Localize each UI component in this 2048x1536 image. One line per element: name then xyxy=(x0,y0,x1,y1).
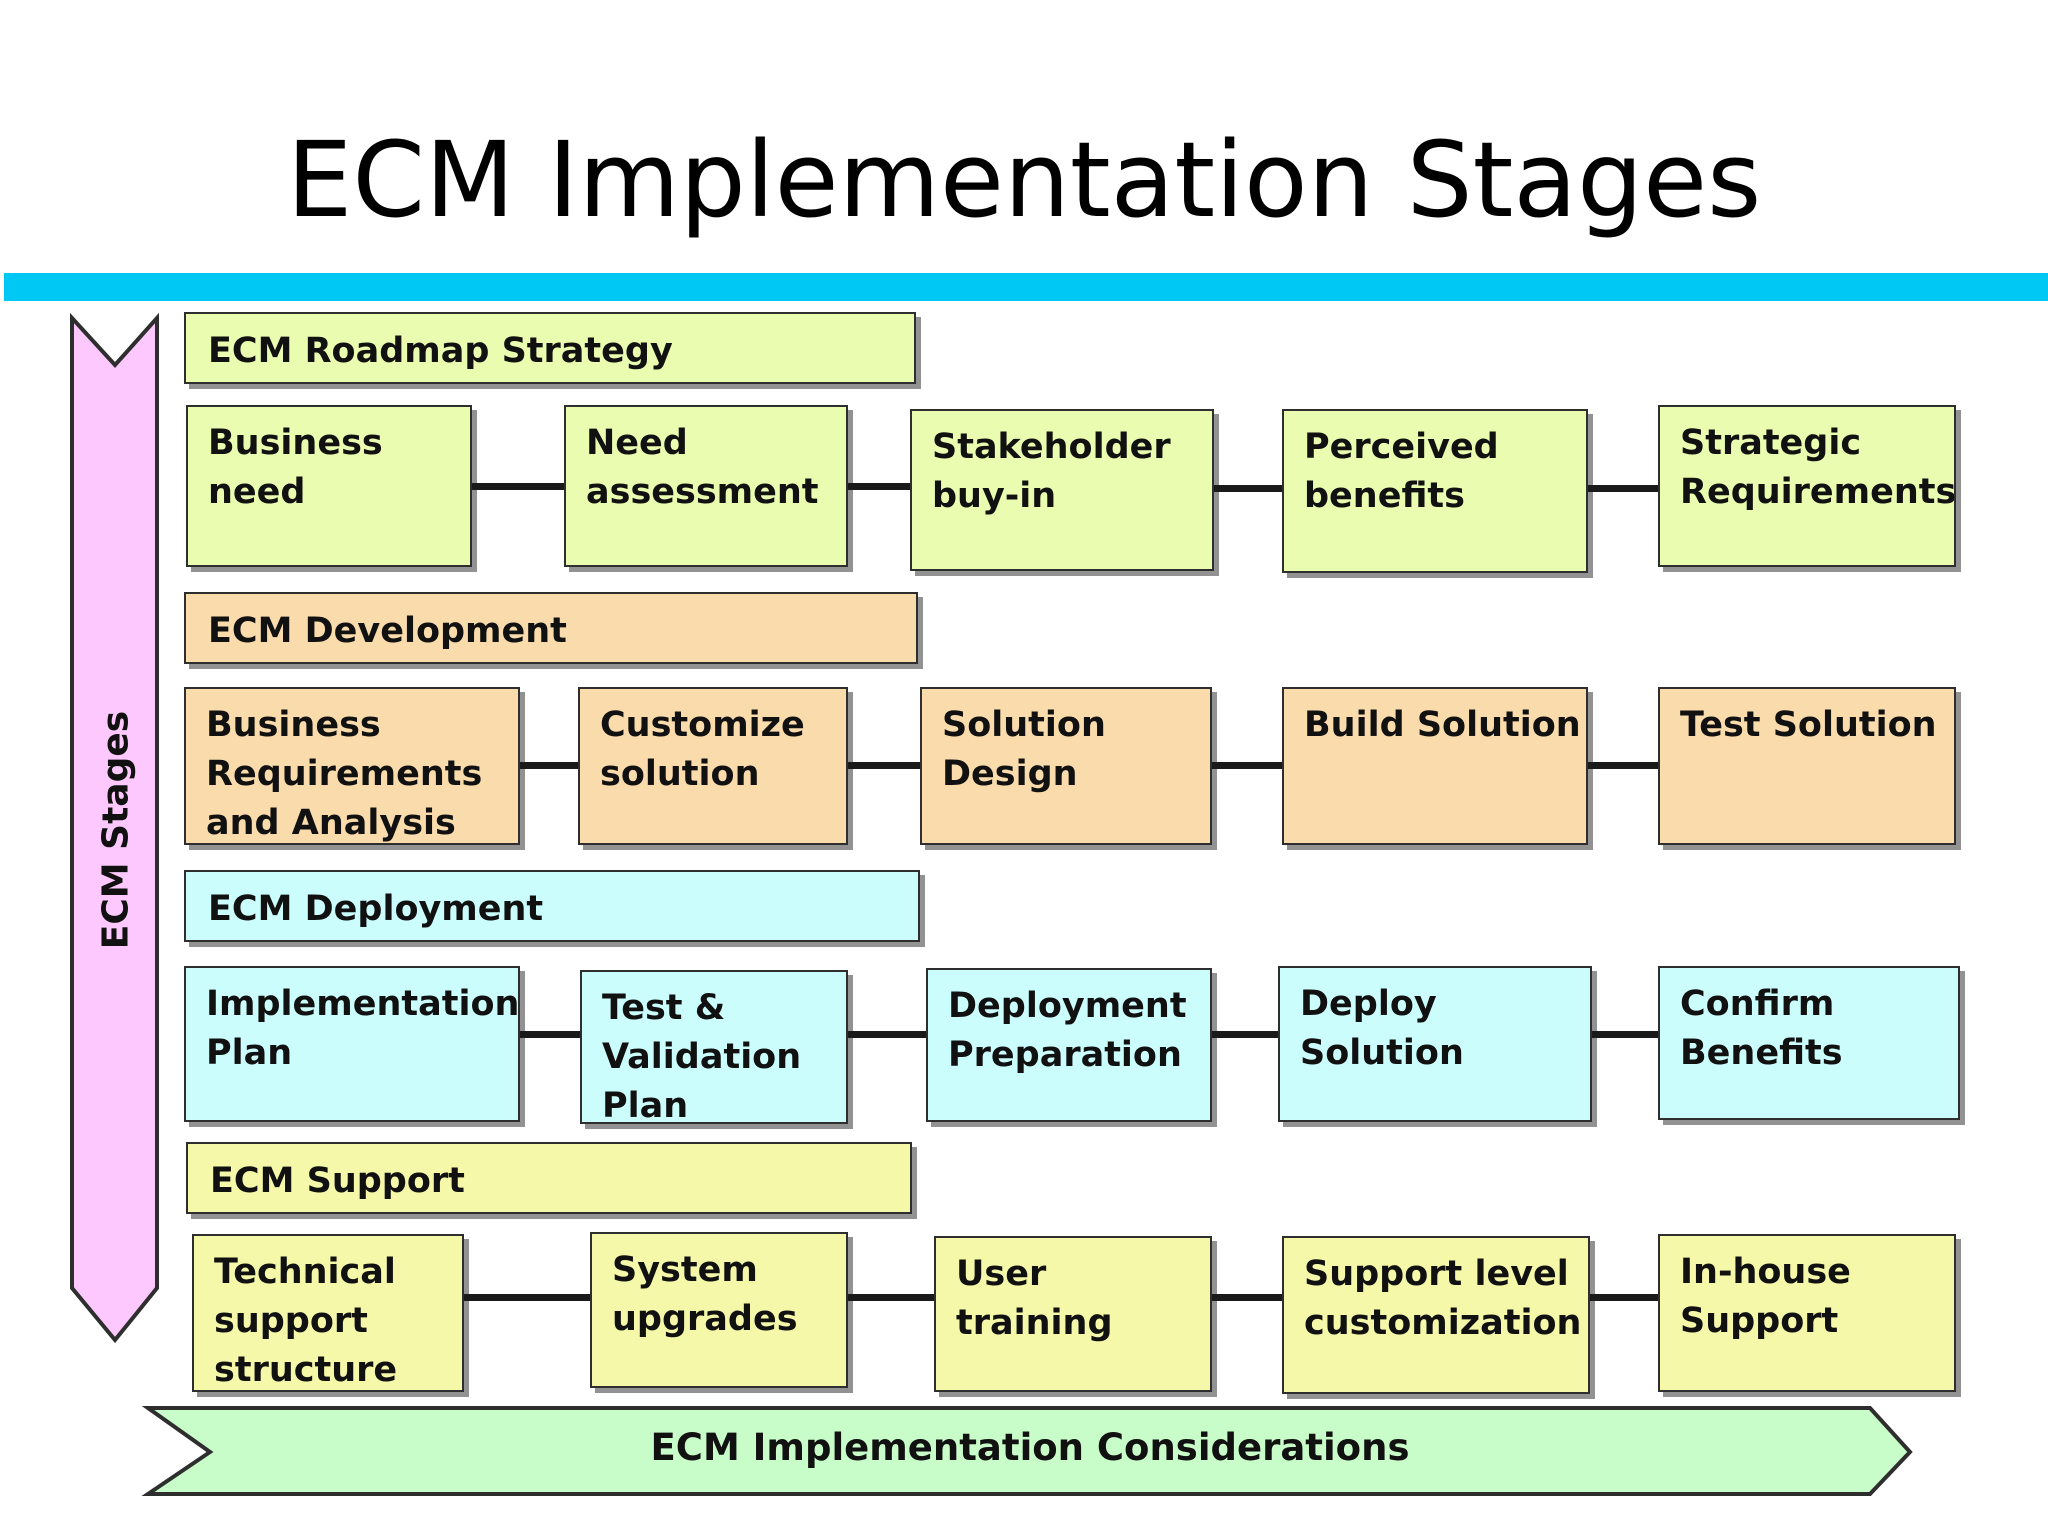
connector-line xyxy=(848,762,920,769)
side-stages-arrow xyxy=(70,312,159,1344)
connector-line xyxy=(520,1031,580,1038)
connector-line xyxy=(1214,485,1282,492)
connector-line xyxy=(1588,485,1658,492)
connector-line xyxy=(464,1294,590,1301)
step-implementation-plan: Implementation Plan xyxy=(184,966,520,1122)
step-strategic-requirements: Strategic Requirements xyxy=(1658,405,1956,567)
bottom-considerations-label: ECM Implementation Considerations xyxy=(650,1426,1410,1469)
connector-line xyxy=(1212,1031,1278,1038)
step-test-validation-plan: Test & Validation Plan xyxy=(580,970,848,1124)
step-business-need: Business need xyxy=(186,405,472,567)
connector-line xyxy=(520,762,578,769)
step-technical-support-structure: Technical support structure xyxy=(192,1234,464,1392)
connector-line xyxy=(848,483,910,490)
connector-line xyxy=(848,1294,934,1301)
step-deploy-solution: Deploy Solution xyxy=(1278,966,1592,1122)
stage-header-roadmap: ECM Roadmap Strategy xyxy=(184,312,916,384)
connector-line xyxy=(1212,1294,1282,1301)
step-business-requirements: Business Requirements and Analysis xyxy=(184,687,520,845)
accent-divider xyxy=(4,273,2048,301)
step-user-training: User training xyxy=(934,1236,1212,1392)
step-solution-design: Solution Design xyxy=(920,687,1212,845)
step-in-house-support: In-house Support xyxy=(1658,1234,1956,1392)
step-build-solution: Build Solution xyxy=(1282,687,1588,845)
bottom-considerations-arrow xyxy=(141,1406,1913,1496)
side-stages-label: ECM Stages xyxy=(95,710,137,950)
step-test-solution: Test Solution xyxy=(1658,687,1956,845)
step-support-level-customization: Support level customization xyxy=(1282,1236,1590,1394)
connector-line xyxy=(1588,762,1658,769)
connector-line xyxy=(1592,1031,1658,1038)
connector-line xyxy=(1212,762,1282,769)
stage-header-development: ECM Development xyxy=(184,592,918,664)
page-title: ECM Implementation Stages xyxy=(286,119,1762,241)
step-need-assessment: Need assessment xyxy=(564,405,848,567)
connector-line xyxy=(848,1031,926,1038)
step-confirm-benefits: Confirm Benefits xyxy=(1658,966,1960,1120)
stage-header-deployment: ECM Deployment xyxy=(184,870,920,942)
step-perceived-benefits: Perceived benefits xyxy=(1282,409,1588,573)
stage-header-support: ECM Support xyxy=(186,1142,912,1214)
step-system-upgrades: System upgrades xyxy=(590,1232,848,1388)
step-stakeholder-buy-in: Stakeholder buy-in xyxy=(910,409,1214,571)
connector-line xyxy=(472,483,564,490)
step-deployment-preparation: Deployment Preparation xyxy=(926,968,1212,1122)
step-customize-solution: Customize solution xyxy=(578,687,848,845)
connector-line xyxy=(1590,1294,1658,1301)
